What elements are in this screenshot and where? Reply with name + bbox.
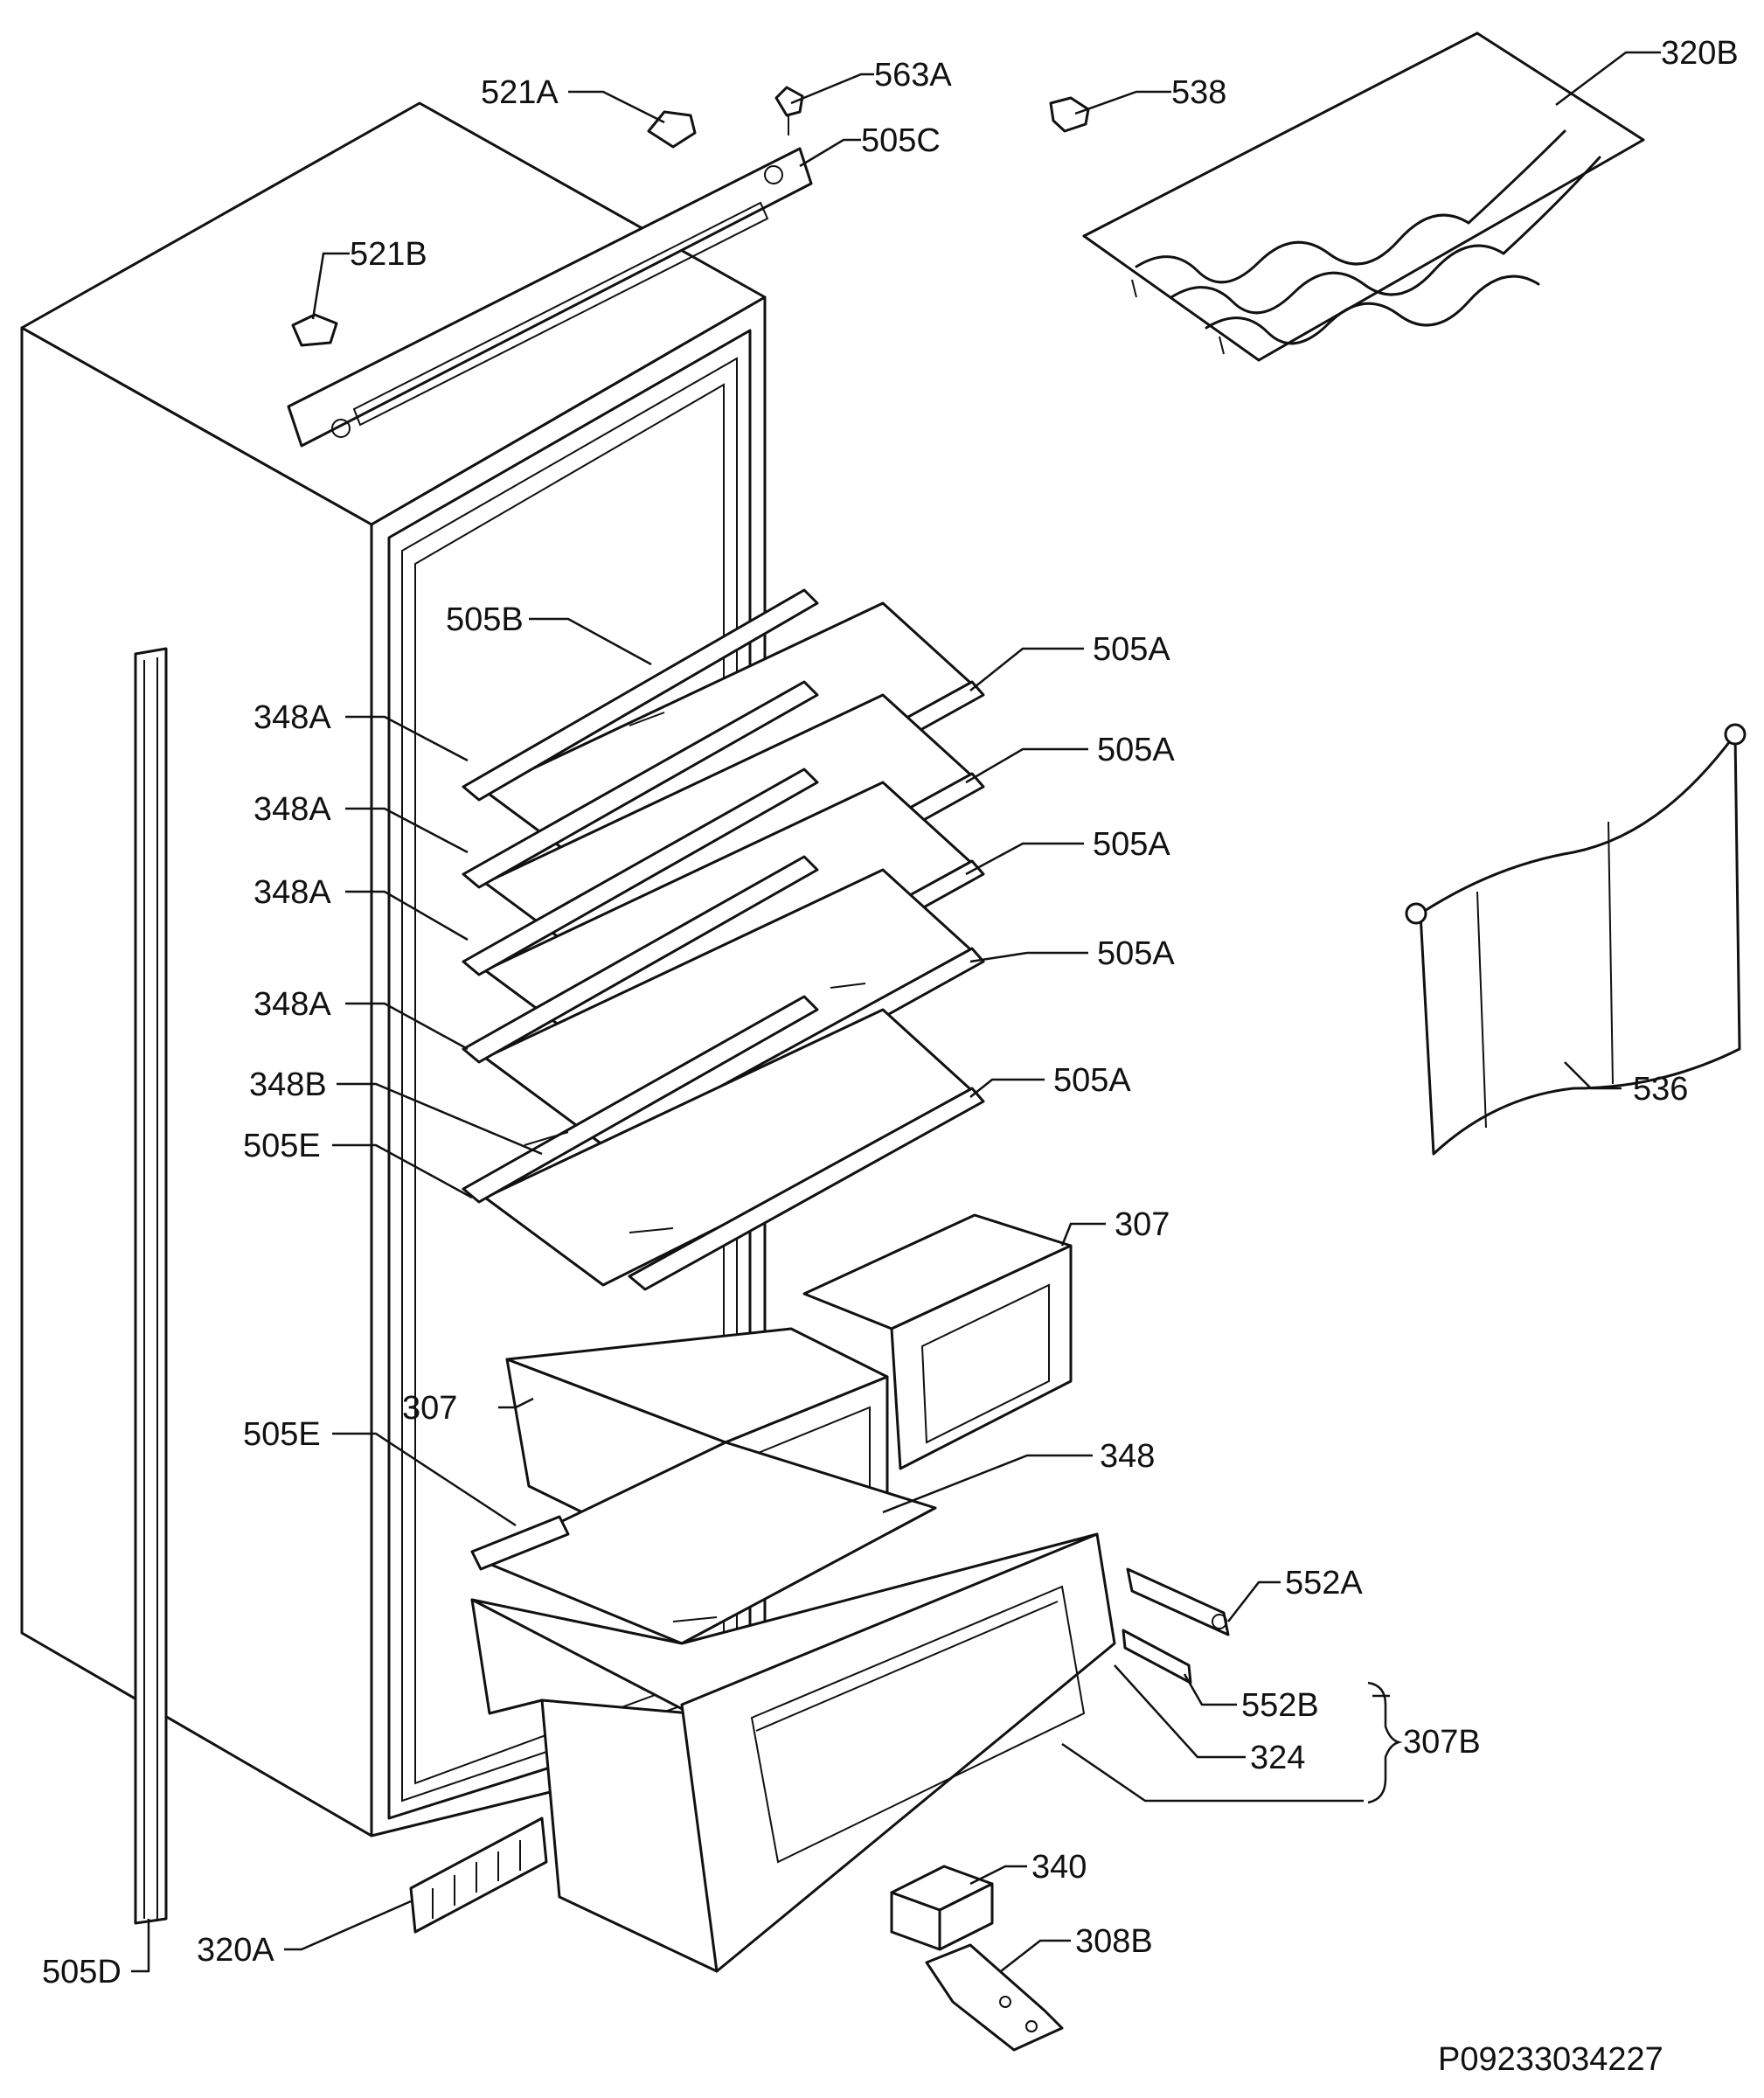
callout-505a-5: 505A [1053,1062,1131,1099]
block-340 [890,1865,994,1951]
glass-shelf-5 [462,995,985,1291]
callout-563a: 563A [874,57,952,94]
slide-rail-552a [1126,1567,1230,1636]
callout-505d: 505D [42,1954,122,1990]
bottle-rack-320b [1082,31,1645,362]
pin-563a [774,86,804,135]
callout-505a-1: 505A [1093,631,1170,668]
bottom-drawer-307b [470,1532,1116,1973]
callout-521b: 521B [350,236,427,273]
callout-505a-4: 505A [1097,935,1175,972]
callout-340: 340 [1031,1849,1087,1886]
callout-320b: 320B [1661,35,1739,72]
callout-348a-3: 348A [253,874,331,911]
callout-505e-2: 505E [243,1416,321,1453]
door-seal-strip-505d [134,647,168,1925]
cap-521b [291,313,338,347]
callout-505a-3: 505A [1093,826,1170,863]
callout-348a-2: 348A [253,791,331,828]
callout-552b: 552B [1241,1687,1319,1724]
bottom-glass-shelf [470,1441,937,1645]
document-id: P09233034227 [1438,2041,1663,2078]
callout-505b: 505B [446,601,524,638]
callout-324: 324 [1250,1740,1305,1776]
callout-536: 536 [1633,1071,1688,1108]
bracket-308b [925,1943,1064,2052]
callout-307b: 307B [1403,1724,1481,1761]
callout-521a: 521A [481,74,559,111]
leader-lines [131,51,1661,1973]
slide-rail-552b [1122,1629,1192,1685]
callout-348a-1: 348A [253,699,331,736]
callout-348b: 348B [249,1066,327,1103]
callout-307-2: 307 [402,1390,457,1427]
top-hinge-plate-505c [287,147,813,448]
callout-552a: 552A [1285,1565,1363,1601]
callout-308b: 308B [1075,1923,1153,1960]
callout-320a: 320A [197,1932,274,1969]
crisper-drawer-right [802,1213,1073,1470]
callout-307-1: 307 [1115,1206,1170,1243]
callout-348a-4: 348A [253,986,331,1023]
callout-538: 538 [1171,74,1226,111]
callout-labels: 521A 563A 538 320B 505C 521B 505B 505A 5… [42,35,1739,1990]
clip-538 [1049,96,1090,133]
door-cover-536 [1405,723,1747,1156]
callout-505c: 505C [861,122,941,159]
vent-grille-320a [409,1817,548,1934]
callout-505e-1: 505E [243,1128,321,1164]
callout-348: 348 [1100,1438,1155,1475]
callout-505a-2: 505A [1097,732,1175,768]
